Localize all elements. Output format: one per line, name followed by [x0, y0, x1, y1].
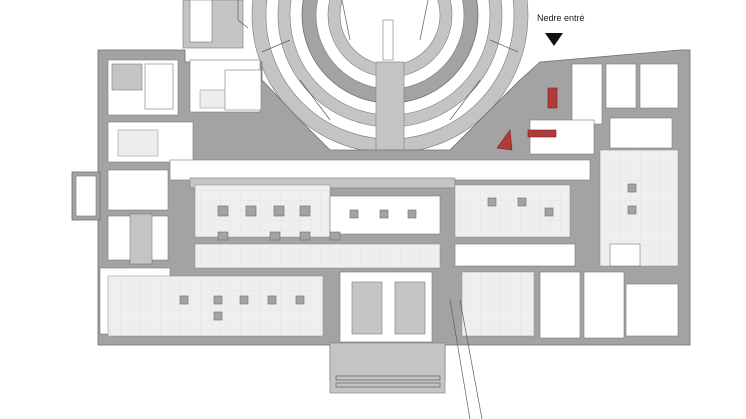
down-triangle-icon: [545, 33, 563, 46]
pillars: [179, 205, 417, 321]
upper-left-wing: [182, 0, 249, 49]
highlighted-route: [496, 87, 558, 151]
entrance-marker: Nedre entré: [537, 13, 585, 46]
right-wing-rooms: [454, 63, 679, 339]
central-galleries: [107, 184, 441, 343]
rotunda: [251, 0, 529, 163]
front-stairs: [329, 299, 483, 419]
entrance-label: Nedre entré: [537, 13, 585, 23]
